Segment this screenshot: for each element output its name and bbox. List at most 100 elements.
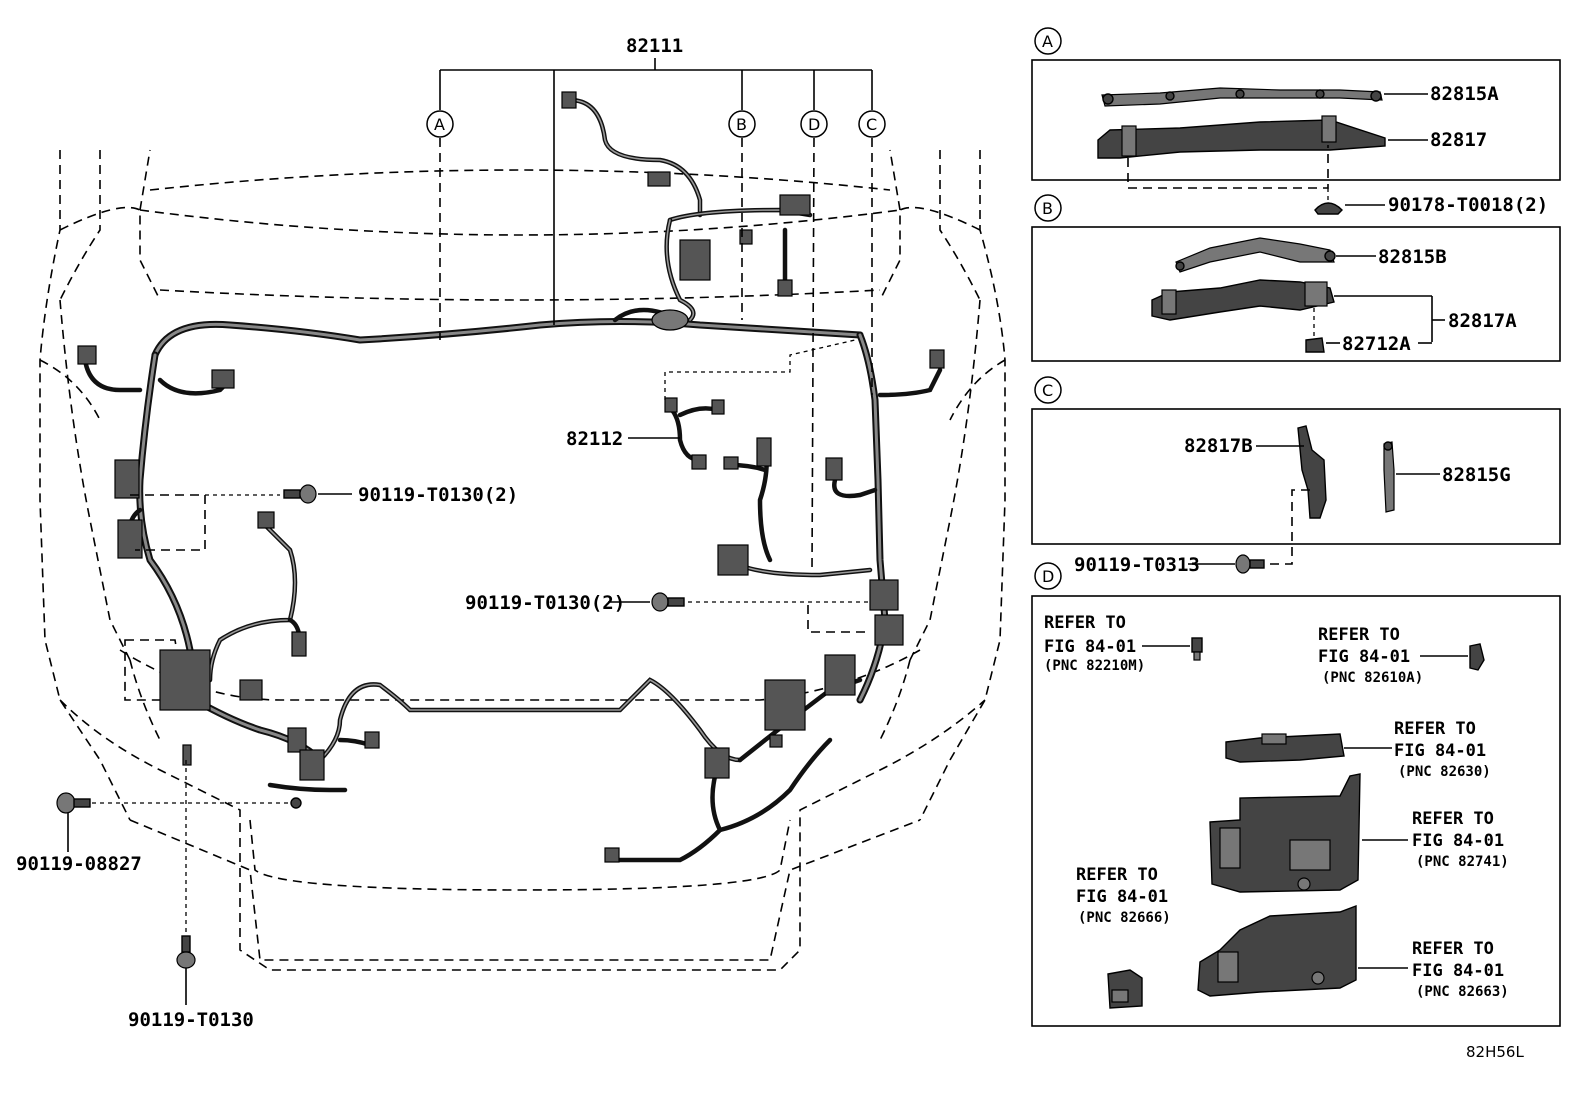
connector: [824, 654, 856, 696]
left-clip-part-number: 90119-T0130(2): [358, 484, 518, 506]
svg-text:FIG 84-01: FIG 84-01: [1318, 647, 1410, 667]
ref-82610a: REFER TO FIG 84-01 (PNC 82610A): [1318, 625, 1423, 686]
svg-text:REFER TO: REFER TO: [1394, 719, 1476, 739]
svg-text:REFER TO: REFER TO: [1412, 939, 1494, 959]
svg-text:REFER TO: REFER TO: [1318, 625, 1400, 645]
connector: [777, 279, 793, 297]
connector-cluster: [764, 679, 806, 731]
vehicle-outline: [39, 149, 1006, 971]
svg-text:FIG 84-01: FIG 84-01: [1044, 637, 1136, 657]
connector: [647, 171, 671, 187]
svg-text:(PNC 82210M): (PNC 82210M): [1044, 658, 1145, 674]
detail-box-c: C: [1031, 376, 1561, 574]
svg-text:FIG 84-01: FIG 84-01: [1412, 961, 1504, 981]
section-circle-c-top: C: [858, 110, 886, 138]
bottom-bolt-part-number: 90119-T0130: [128, 1009, 254, 1031]
main-part-number: 82111: [626, 35, 683, 57]
svg-text:(PNC 82663): (PNC 82663): [1416, 984, 1509, 1000]
svg-text:C: C: [866, 115, 877, 134]
left-clip-callout: [130, 484, 352, 551]
part-82817: 82817: [1430, 129, 1487, 151]
connector: [561, 91, 577, 109]
left-bolt-callout: [56, 792, 302, 852]
box-a-label: A: [1042, 32, 1053, 51]
connector: [825, 457, 843, 481]
svg-text:D: D: [808, 115, 820, 134]
connector: [211, 369, 235, 389]
connector: [717, 544, 749, 576]
diagram-code: 82H56L: [1466, 1043, 1524, 1061]
part-82815a: 82815A: [1430, 83, 1499, 105]
connector: [723, 456, 739, 470]
grommet: [651, 309, 689, 331]
ref-82663: REFER TO FIG 84-01 (PNC 82663): [1412, 939, 1509, 1000]
detail-box-d: D: [1031, 562, 1561, 1027]
svg-text:B: B: [736, 115, 747, 134]
svg-text:FIG 84-01: FIG 84-01: [1412, 831, 1504, 851]
left-bolt-part-number: 90119-08827: [16, 853, 142, 875]
connector: [664, 397, 678, 413]
screw-90119-t0313: 90119-T0313: [1074, 554, 1200, 576]
bottom-bolt-callout: [176, 760, 196, 1005]
svg-text:REFER TO: REFER TO: [1412, 809, 1494, 829]
svg-text:(PNC 82741): (PNC 82741): [1416, 854, 1509, 870]
connector: [239, 679, 263, 701]
part-82815b: 82815B: [1378, 246, 1447, 268]
connector: [114, 459, 140, 499]
svg-text:FIG 84-01: FIG 84-01: [1076, 887, 1168, 907]
connector: [604, 847, 620, 863]
connector: [364, 731, 380, 749]
svg-text:(PNC 82666): (PNC 82666): [1078, 910, 1171, 926]
svg-text:REFER TO: REFER TO: [1076, 865, 1158, 885]
connector: [182, 744, 192, 766]
ref-82666: REFER TO FIG 84-01 (PNC 82666): [1076, 865, 1171, 926]
sub-part-number: 82112: [566, 428, 623, 450]
connector: [691, 454, 707, 470]
connector: [929, 349, 945, 369]
engine-wire-harness: [82, 97, 943, 863]
leader-lines-82111: [439, 58, 873, 571]
part-82817b: 82817B: [1184, 435, 1253, 457]
svg-text:(PNC 82630): (PNC 82630): [1398, 764, 1491, 780]
section-circle-a-top: A: [426, 110, 454, 138]
relay-block: [679, 239, 711, 281]
box-b-label: B: [1042, 199, 1053, 218]
connector: [769, 734, 783, 748]
box-d-label: D: [1042, 567, 1054, 586]
connector: [299, 749, 325, 781]
ref-82210m: REFER TO FIG 84-01 (PNC 82210M): [1044, 613, 1145, 674]
svg-text:A: A: [434, 115, 445, 134]
connector: [874, 614, 904, 646]
part-82817a: 82817A: [1448, 310, 1517, 332]
box-c-label: C: [1042, 381, 1053, 400]
ref-82630: REFER TO FIG 84-01 (PNC 82630): [1394, 719, 1491, 780]
harness-connectors: [77, 91, 945, 863]
connector: [704, 747, 730, 779]
center-clip-part-number: 90119-T0130(2): [465, 592, 625, 614]
svg-text:(PNC 82610A): (PNC 82610A): [1322, 670, 1423, 686]
svg-text:REFER TO: REFER TO: [1044, 613, 1126, 633]
section-circle-b-top: B: [728, 110, 756, 138]
connector: [77, 345, 97, 365]
connector: [257, 511, 275, 529]
connector: [779, 194, 811, 216]
section-circle-d-top: D: [800, 110, 828, 138]
connector: [739, 229, 753, 245]
connector: [869, 579, 899, 611]
ref-82741: REFER TO FIG 84-01 (PNC 82741): [1412, 809, 1509, 870]
part-82815g: 82815G: [1442, 464, 1511, 486]
connector: [756, 437, 772, 467]
detail-box-b: B: [1031, 194, 1561, 362]
dotted-leader: [664, 339, 856, 400]
clip-90178: 90178-T0018(2): [1388, 194, 1548, 216]
connector: [711, 399, 725, 415]
detail-box-a: A: [1031, 27, 1561, 215]
connector: [291, 631, 307, 657]
svg-text:FIG 84-01: FIG 84-01: [1394, 741, 1486, 761]
connector: [117, 519, 143, 559]
connector: [287, 727, 307, 753]
fuse-block: [159, 649, 211, 711]
part-82712a: 82712A: [1342, 333, 1411, 355]
